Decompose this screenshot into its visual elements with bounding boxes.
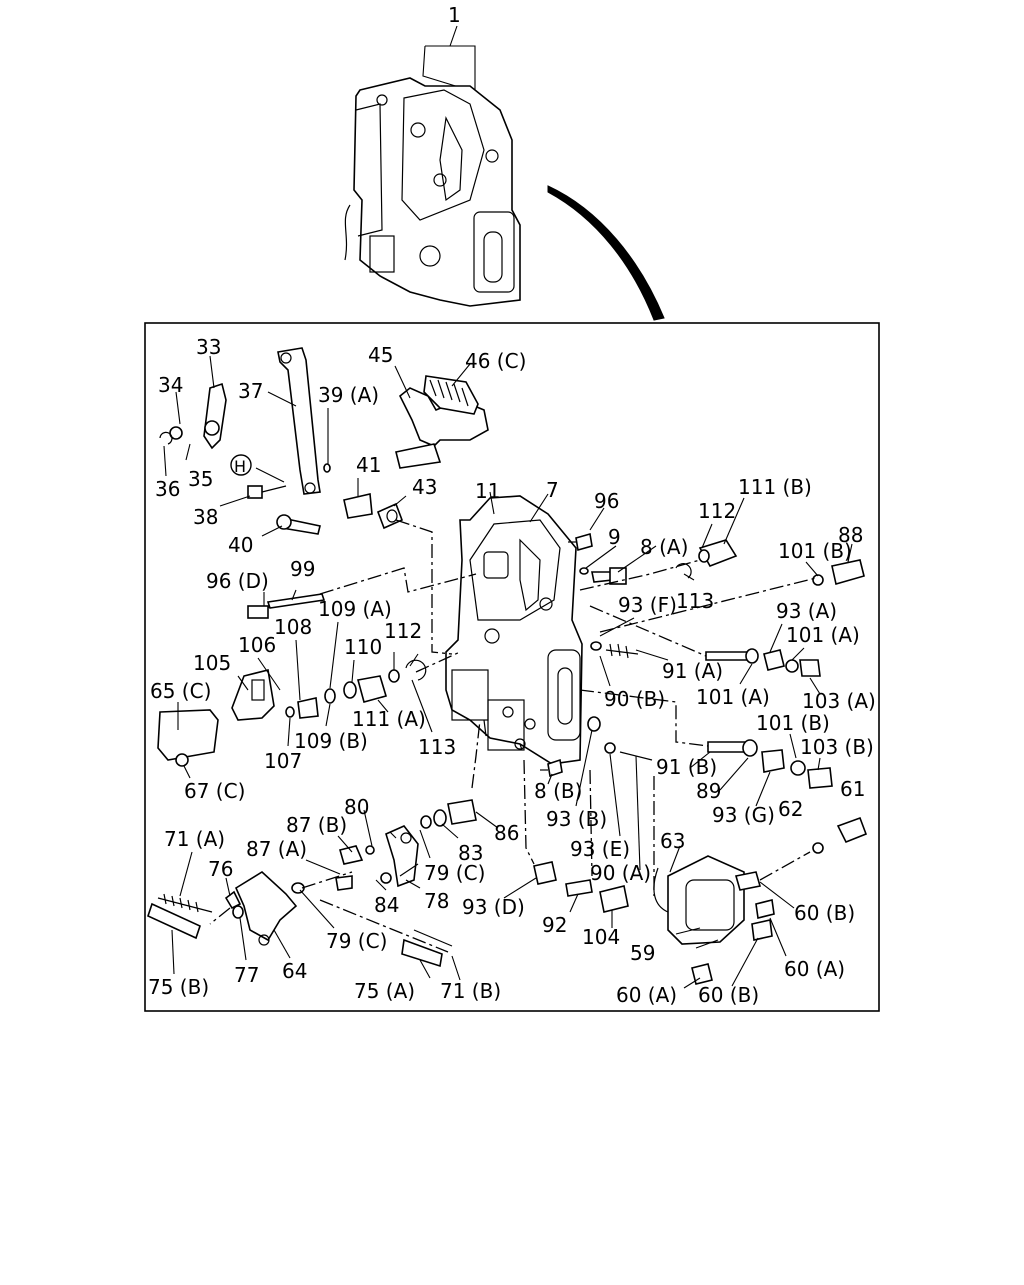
callout-labels: 1 33 34 35 36 37 38 39 (A) 40 41 43 45 4… — [148, 3, 876, 1007]
right-side-fasteners — [568, 532, 868, 854]
callout: 75 (B) — [148, 975, 209, 999]
callout: 111 (A) — [352, 707, 426, 731]
callout: 90 (B) — [604, 687, 665, 711]
callout-1: 1 — [448, 3, 461, 27]
callout: 103 (A) — [802, 689, 876, 713]
callout: 9 — [608, 525, 621, 549]
callout: 79 (C) — [326, 929, 387, 953]
callout: 71 (A) — [164, 827, 225, 851]
callout: 92 — [542, 913, 567, 937]
callout: 101 (B) — [778, 539, 852, 563]
callout: 101 (A) — [786, 623, 860, 647]
callout: 76 — [208, 857, 233, 881]
callout: 109 (B) — [294, 729, 368, 753]
callout: 33 — [196, 335, 221, 359]
lower-left-spring-parts — [147, 799, 477, 968]
assembly-lines — [209, 519, 817, 953]
callout: 111 (B) — [738, 475, 812, 499]
callout: 60 (B) — [794, 901, 855, 925]
callout: 60 (A) — [784, 957, 845, 981]
callout: 93 (B) — [546, 807, 607, 831]
callout: 87 (A) — [246, 837, 307, 861]
callout: 64 — [282, 959, 307, 983]
callout: 40 — [228, 533, 253, 557]
governor-assembly-overview — [344, 25, 521, 307]
callout: 88 — [838, 523, 863, 547]
callout: 45 — [368, 343, 393, 367]
leader-lines — [163, 355, 853, 989]
governor-housing — [445, 495, 583, 765]
callout: 60 (A) — [616, 983, 677, 1007]
callout: 60 (B) — [698, 983, 759, 1007]
callout: 75 (A) — [354, 979, 415, 1003]
callout: 93 (E) — [570, 837, 630, 861]
callout: 62 — [778, 797, 803, 821]
callout: 59 — [630, 941, 655, 965]
callout: 112 — [384, 619, 422, 643]
callout: 93 (F) — [618, 593, 677, 617]
callout: 67 (C) — [184, 779, 245, 803]
callout: 35 — [188, 467, 213, 491]
callout: 108 — [274, 615, 312, 639]
callout: 86 — [494, 821, 519, 845]
detail-frame — [144, 322, 880, 1012]
callout: 46 (C) — [465, 349, 526, 373]
callout: 8 (B) — [534, 779, 582, 803]
callout: 89 — [696, 779, 721, 803]
callout: 39 (A) — [318, 383, 379, 407]
callout: 7 — [546, 478, 559, 502]
svg-text:H: H — [234, 457, 246, 476]
callout: 113 — [676, 589, 714, 613]
callout: 101 (B) — [756, 711, 830, 735]
callout: 80 — [344, 795, 369, 819]
callout: 107 — [264, 749, 302, 773]
callout: 78 — [424, 889, 449, 913]
callout: 93 (D) — [462, 895, 525, 919]
callout: 96 (D) — [206, 569, 269, 593]
callout: 91 (A) — [662, 659, 723, 683]
lower-right-cover-parts — [533, 716, 775, 985]
callout: 36 — [155, 477, 180, 501]
callout: 83 — [458, 841, 483, 865]
callout: 43 — [412, 475, 437, 499]
callout: 79 (C) — [424, 861, 485, 885]
callout: 99 — [290, 557, 315, 581]
callout: 104 — [582, 925, 620, 949]
callout: 65 (C) — [150, 679, 211, 703]
marker-h: H — [230, 454, 252, 476]
callout: 96 — [594, 489, 619, 513]
callout: 37 — [238, 379, 263, 403]
callout: 90 (A) — [590, 861, 651, 885]
callout: 8 (A) — [640, 535, 688, 559]
callout: 38 — [193, 505, 218, 529]
callout: 113 — [418, 735, 456, 759]
callout: 41 — [356, 453, 381, 477]
callout: 93 (G) — [712, 803, 775, 827]
callout: 84 — [374, 893, 399, 917]
callout: 103 (B) — [800, 735, 874, 759]
callout: 61 — [840, 777, 865, 801]
callout: 87 (B) — [286, 813, 347, 837]
zoom-arrow — [547, 185, 665, 321]
callout: 109 (A) — [318, 597, 392, 621]
left-lower-parts — [157, 593, 427, 767]
callout: 77 — [234, 963, 259, 987]
callout: 101 (A) — [696, 685, 770, 709]
callout: 63 — [660, 829, 685, 853]
callout: 91 (B) — [656, 755, 717, 779]
callout: 11 — [475, 479, 500, 503]
callout: 93 (A) — [776, 599, 837, 623]
callout: 105 — [193, 651, 231, 675]
callout: 110 — [344, 635, 382, 659]
callout: 71 (B) — [440, 979, 501, 1003]
callout: 34 — [158, 373, 183, 397]
callout: 106 — [238, 633, 276, 657]
callout: 112 — [698, 499, 736, 523]
upper-left-linkage — [159, 347, 489, 535]
